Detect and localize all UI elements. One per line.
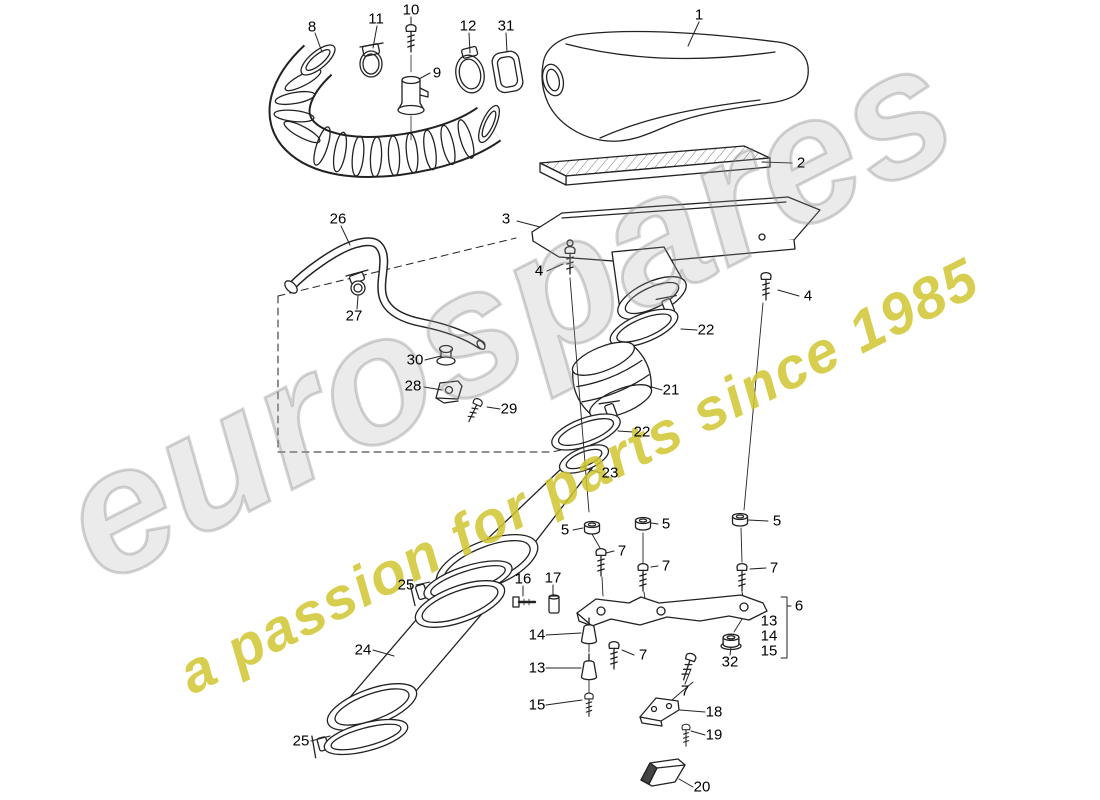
part-5-nut xyxy=(583,520,601,535)
part-2-filter-element xyxy=(539,145,771,186)
dashed-group-outline xyxy=(277,237,597,453)
part-callout-4: 4 xyxy=(534,262,544,280)
part-callout-1: 1 xyxy=(694,6,704,24)
part-6-bracket xyxy=(576,594,768,627)
part-28-bracket xyxy=(435,380,463,404)
part-callout-30: 30 xyxy=(406,351,424,369)
part-callout-11: 11 xyxy=(368,10,384,28)
part-callout-19: 19 xyxy=(705,726,723,744)
part-callout-4: 4 xyxy=(803,287,813,305)
part-callout-7: 7 xyxy=(617,542,627,560)
part-1-air-cleaner-housing xyxy=(541,30,809,142)
part-31-seal xyxy=(491,50,524,94)
part-callout-27: 27 xyxy=(345,307,363,325)
part-callout-7: 7 xyxy=(638,646,648,664)
part-callout-17: 17 xyxy=(544,569,562,587)
part-4-screw xyxy=(760,271,772,301)
part-9-valve xyxy=(397,75,429,141)
part-7-screw xyxy=(608,640,620,670)
part-callout-2: 2 xyxy=(796,154,806,172)
part-callout-16: 16 xyxy=(514,570,532,588)
part-18-bracket xyxy=(639,697,680,727)
part-callout-7: 7 xyxy=(661,557,671,575)
part-callout-22: 22 xyxy=(697,321,715,339)
part-13-mount xyxy=(580,653,598,681)
part-callout-5: 5 xyxy=(772,512,782,530)
part-callout-25: 25 xyxy=(292,732,310,750)
part-callout-5: 5 xyxy=(661,515,671,533)
part-callout-15: 15 xyxy=(760,642,778,660)
part-callout-22: 22 xyxy=(633,423,651,441)
part-5-nut xyxy=(634,516,652,531)
part-callout-13: 13 xyxy=(528,659,546,677)
part-4-screw xyxy=(564,245,576,275)
part-callout-6: 6 xyxy=(794,597,804,615)
part-19-screw xyxy=(681,723,691,747)
part-callout-3: 3 xyxy=(501,210,511,228)
part-17-sleeve xyxy=(548,594,560,614)
part-callout-20: 20 xyxy=(693,778,711,796)
part-11-clamp xyxy=(359,42,384,78)
part-callout-9: 9 xyxy=(432,64,442,82)
part-callout-10: 10 xyxy=(402,1,420,19)
part-callout-23: 23 xyxy=(601,464,619,482)
part-15-screw xyxy=(584,692,594,717)
part-callout-26: 26 xyxy=(329,210,347,228)
part-callout-15: 15 xyxy=(528,696,546,714)
part-20-clamp-piece xyxy=(640,758,686,787)
part-26-pipe xyxy=(284,237,486,350)
part-callout-13: 13 xyxy=(760,612,778,630)
part-8-intake-hose xyxy=(268,44,502,178)
part-callout-14: 14 xyxy=(760,627,778,645)
part-29-screw xyxy=(464,396,484,425)
part-callout-7: 7 xyxy=(769,559,779,577)
part-7-screw xyxy=(736,562,748,592)
part-callout-32: 32 xyxy=(721,653,739,671)
part-7-screw xyxy=(595,547,607,577)
part-5-nut xyxy=(731,512,749,527)
part-callout-5: 5 xyxy=(560,521,570,539)
part-callout-7: 7 xyxy=(680,682,690,700)
part-callout-25: 25 xyxy=(397,576,415,594)
part-10-screw xyxy=(405,23,417,73)
part-30-clip xyxy=(436,344,456,366)
part-7-screw xyxy=(637,562,649,592)
part-22-clamp xyxy=(551,400,621,451)
part-callout-18: 18 xyxy=(705,703,723,721)
part-16-stud xyxy=(512,596,537,608)
part-24-tube xyxy=(326,580,506,731)
part-callout-28: 28 xyxy=(404,377,422,395)
leader-lines xyxy=(310,16,800,788)
part-25-clamp xyxy=(311,718,409,759)
part-callout-29: 29 xyxy=(500,400,518,418)
part-callout-21: 21 xyxy=(662,381,680,399)
part-callout-24: 24 xyxy=(354,641,372,659)
part-callout-8: 8 xyxy=(307,18,317,36)
part-27-clamp xyxy=(345,269,369,296)
part-callout-14: 14 xyxy=(528,626,546,644)
part-22-clamp xyxy=(609,294,679,348)
group-bracket-symbol xyxy=(780,596,788,659)
part-3-lower-housing xyxy=(531,196,821,320)
part-callout-31: 31 xyxy=(497,17,515,35)
part-callout-12: 12 xyxy=(459,17,477,35)
